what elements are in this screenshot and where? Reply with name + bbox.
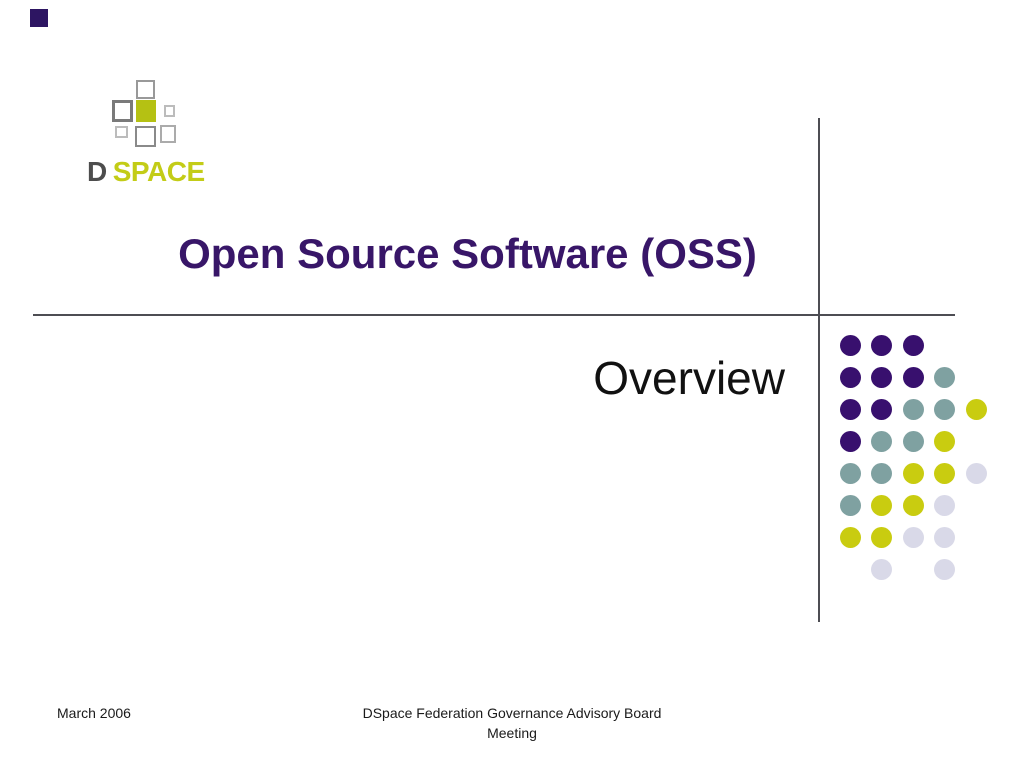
dot-yellow	[934, 462, 955, 484]
dot-purple	[871, 334, 892, 356]
dot-lavender	[902, 526, 924, 548]
slide-subtitle: Overview	[593, 352, 785, 404]
dot-lavender	[934, 494, 955, 516]
logo-square-filled-yellow	[136, 100, 156, 122]
dot-teal	[902, 398, 924, 420]
dot-purple	[839, 430, 861, 452]
corner-accent-square	[30, 9, 48, 27]
dot-yellow	[839, 526, 861, 548]
dot-purple	[839, 366, 861, 388]
footer-title: DSpace Federation Governance Advisory Bo…	[0, 703, 1024, 743]
footer-title-line2: Meeting	[487, 725, 537, 741]
dot-lavender	[965, 462, 987, 484]
dot-purple	[902, 366, 924, 388]
dot-teal	[871, 430, 892, 452]
logo-square-outline-bottom	[135, 126, 156, 147]
logo-square-outline-bottom-right	[160, 125, 176, 143]
dot-purple	[871, 398, 892, 420]
dot-teal	[871, 462, 892, 484]
footer-date: March 2006	[57, 705, 131, 721]
dot-teal	[902, 430, 924, 452]
logo-square-outline-top	[136, 80, 155, 99]
dot-purple	[839, 398, 861, 420]
logo-square-outline-small-right	[164, 105, 175, 117]
dot-teal	[934, 398, 955, 420]
horizontal-divider-line	[33, 314, 955, 316]
dot-teal	[839, 494, 861, 516]
dot-purple	[871, 366, 892, 388]
dot-yellow	[902, 494, 924, 516]
logo-square-outline-small-bottom-left	[115, 126, 128, 138]
dot-purple	[839, 334, 861, 356]
dot-lavender	[934, 558, 955, 580]
dot-yellow	[965, 398, 987, 420]
dot-yellow	[871, 526, 892, 548]
dot-teal	[934, 366, 955, 388]
dot-yellow	[871, 494, 892, 516]
dot-purple	[902, 334, 924, 356]
logo-square-outline-left	[112, 100, 133, 122]
footer-title-line1: DSpace Federation Governance Advisory Bo…	[362, 705, 662, 721]
dot-lavender	[871, 558, 892, 580]
logo-wordmark-d: D	[87, 156, 107, 187]
dot-lavender	[934, 526, 955, 548]
slide-title: Open Source Software (OSS)	[178, 230, 757, 277]
dot-yellow	[934, 430, 955, 452]
logo-wordmark-space: SPACE	[112, 156, 205, 187]
dot-teal	[839, 462, 861, 484]
vertical-divider-line	[818, 118, 820, 622]
dot-yellow	[902, 462, 924, 484]
